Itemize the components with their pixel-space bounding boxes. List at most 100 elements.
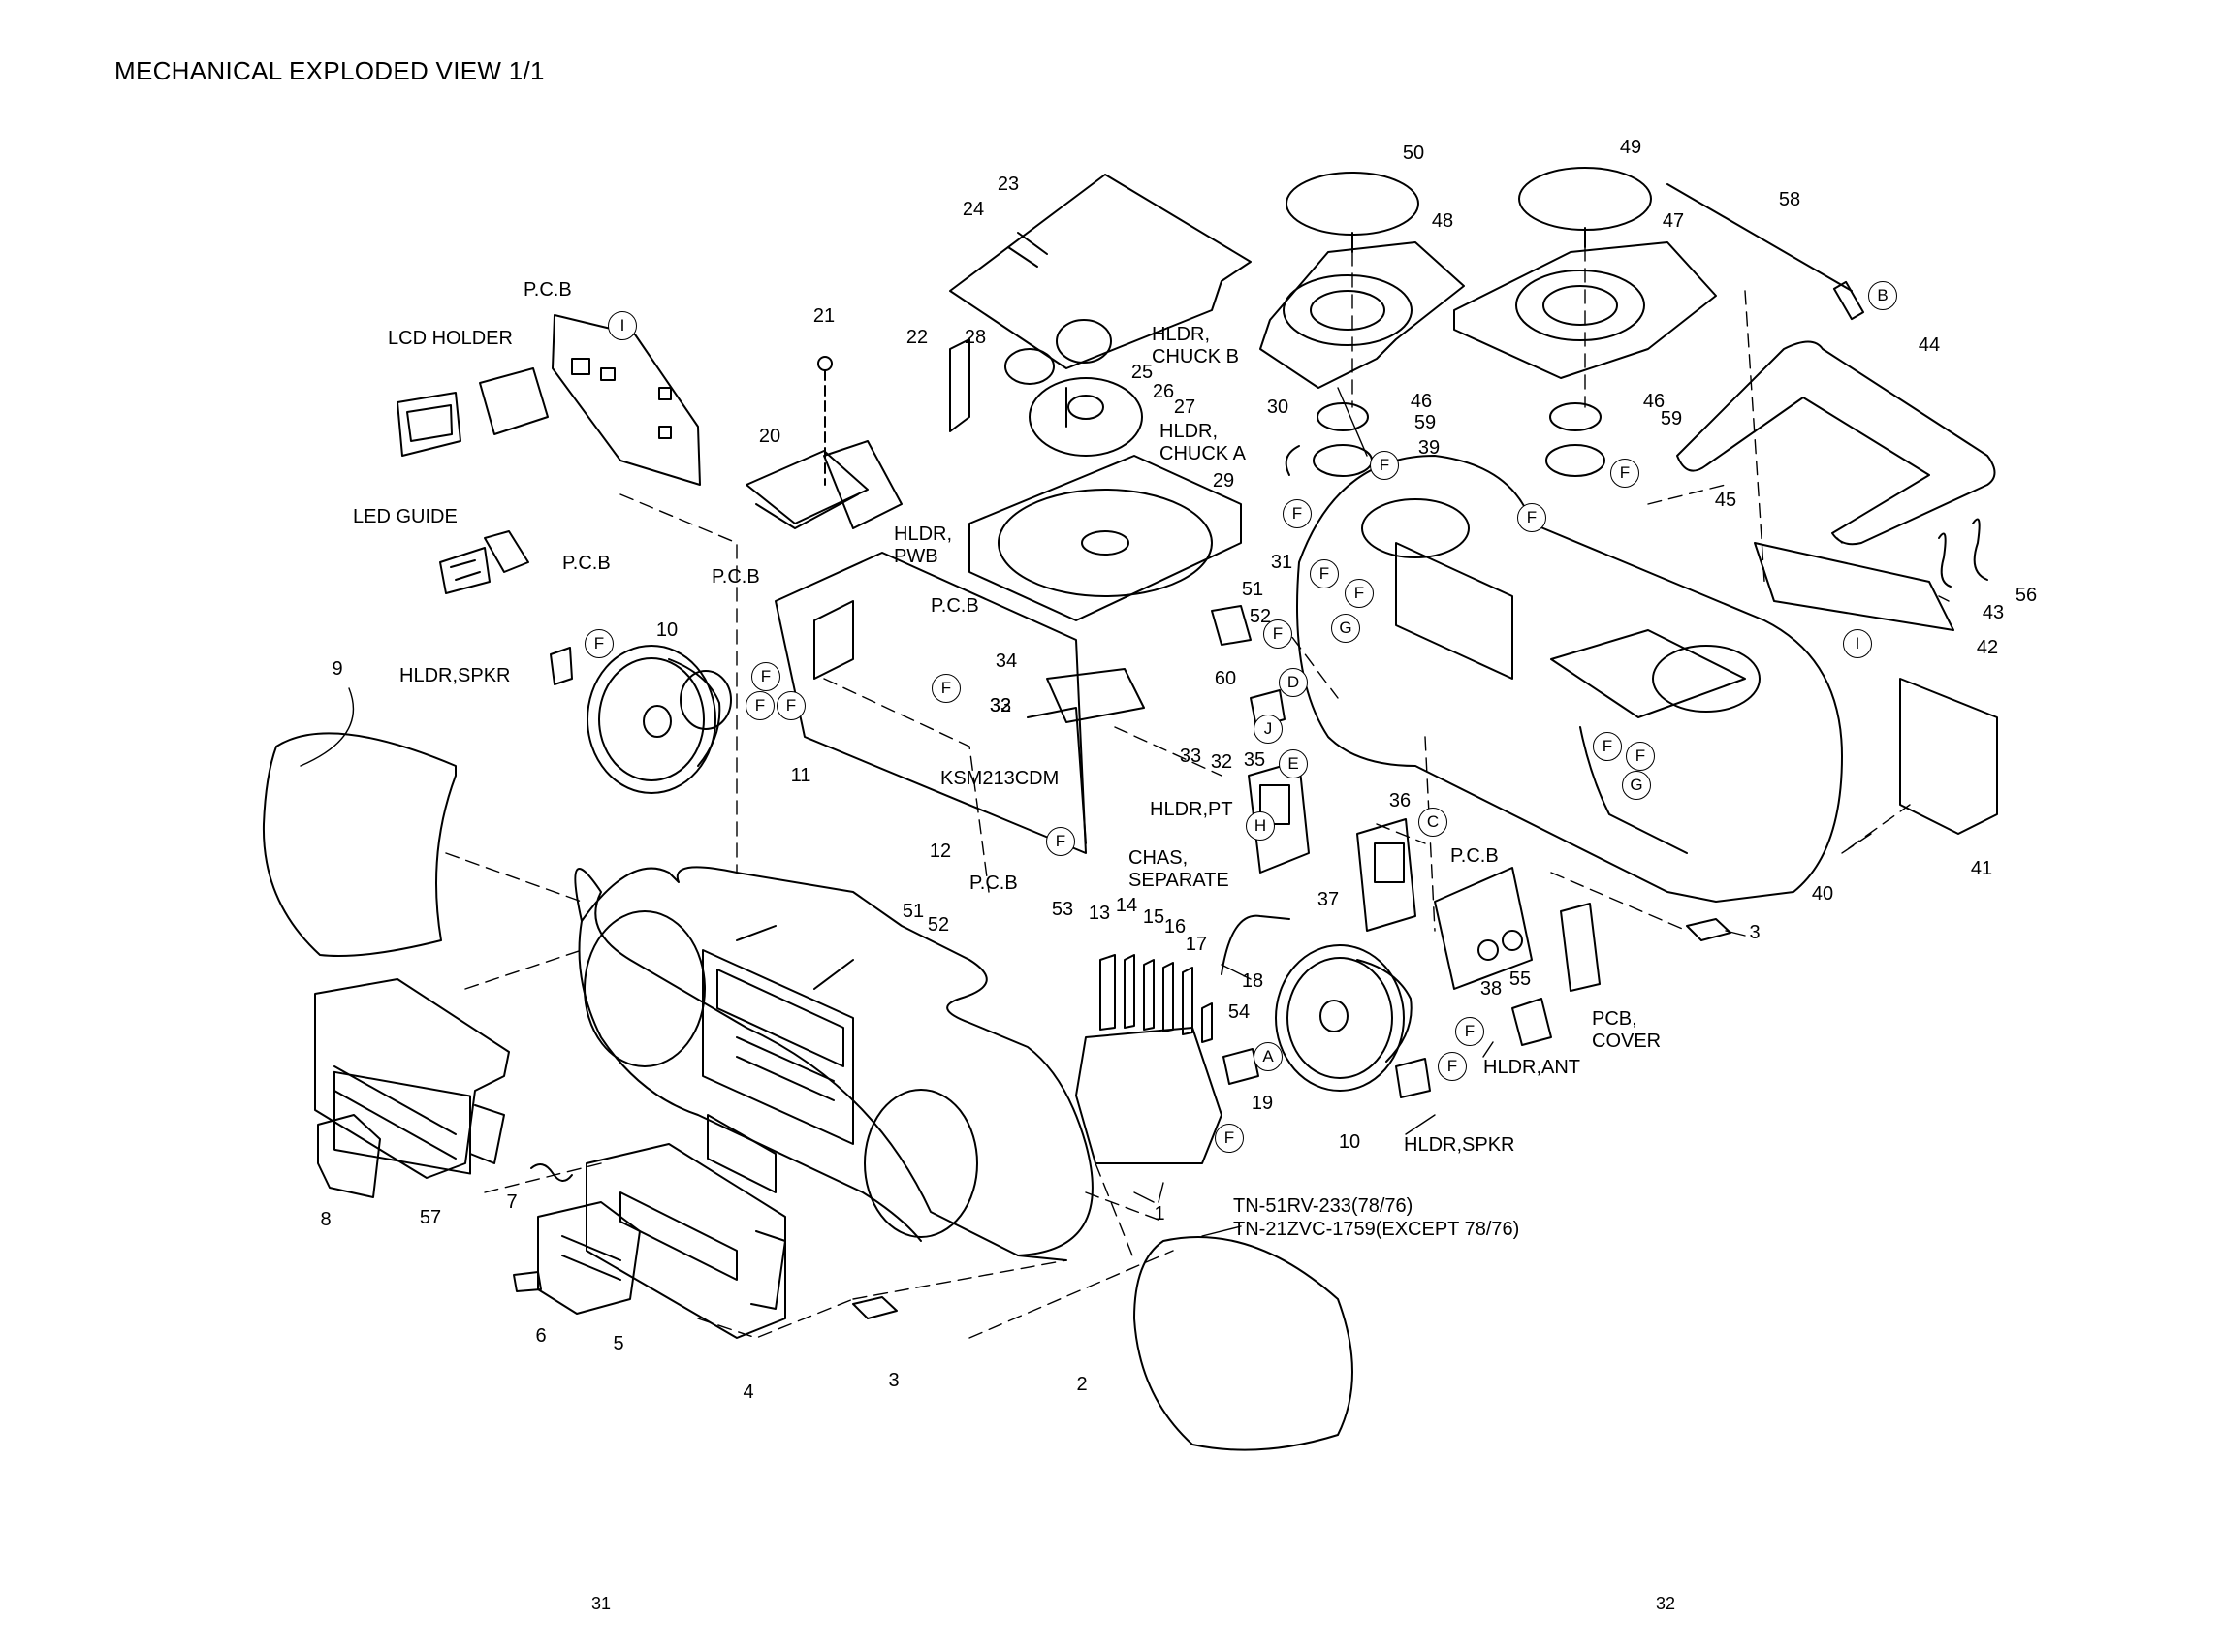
part-number: 31 xyxy=(1270,552,1293,573)
label-hldr-chuck-a: HLDR, CHUCK A xyxy=(1159,421,1246,464)
ref-circle: E xyxy=(1279,749,1308,778)
part-number: 43 xyxy=(1982,602,2005,623)
part-number: 54 xyxy=(1227,1001,1251,1023)
label-pcb: P.C.B xyxy=(524,279,572,301)
ref-circle: I xyxy=(608,311,637,340)
part-number: 30 xyxy=(1266,397,1289,418)
part-number: 12 xyxy=(929,841,952,862)
part-number: 10 xyxy=(1338,1131,1361,1153)
part-number: 14 xyxy=(1115,895,1138,916)
part-number: 9 xyxy=(332,658,343,680)
part-number: 27 xyxy=(1173,397,1196,418)
part-number: 10 xyxy=(655,620,679,641)
label-pcb: P.C.B xyxy=(712,566,760,588)
ref-circle: F xyxy=(1370,451,1399,480)
label-pcb: P.C.B xyxy=(969,873,1018,894)
part-number: 55 xyxy=(1508,969,1532,990)
ref-circle: F xyxy=(1517,503,1546,532)
part-number: 11 xyxy=(790,765,811,786)
speaker-top-right xyxy=(1453,167,1717,477)
carry-handle xyxy=(1676,340,1996,546)
ref-circle: F xyxy=(1345,579,1374,608)
part-number: 47 xyxy=(1662,210,1685,232)
label-pcb: P.C.B xyxy=(931,595,979,617)
part-number: 18 xyxy=(1241,970,1264,992)
part-number: 3 xyxy=(888,1370,900,1391)
part-number: 49 xyxy=(1619,137,1642,158)
part-number: 59 xyxy=(1660,408,1683,429)
page-title: MECHANICAL EXPLODED VIEW 1/1 xyxy=(114,56,545,85)
ref-circle: F xyxy=(746,691,775,720)
end-cap-right xyxy=(1133,1236,1353,1451)
model-number-secondary: TN-21ZVC-1759(EXCEPT 78/76) xyxy=(1233,1219,1520,1240)
part-number: 19 xyxy=(1251,1093,1274,1114)
part-number: 46 xyxy=(1410,391,1433,412)
part-number: 16 xyxy=(1163,916,1187,937)
ref-circle: F xyxy=(1263,620,1292,649)
ref-circle: G xyxy=(1622,771,1651,800)
ref-circle: F xyxy=(1046,827,1075,856)
ref-circle: G xyxy=(1331,614,1360,643)
pt-group xyxy=(1248,760,1601,1098)
label-chas-separate: CHAS, SEPARATE xyxy=(1128,847,1229,891)
part-number: 1 xyxy=(1154,1203,1165,1224)
ref-circle: F xyxy=(1438,1052,1467,1081)
part-number: 59 xyxy=(1413,412,1437,433)
antenna-base xyxy=(1832,280,1865,321)
ref-circle: F xyxy=(1610,459,1639,488)
page-number-right: 32 xyxy=(1655,1594,1676,1613)
label-ksm: KSM213CDM xyxy=(940,768,1060,789)
part-number: 45 xyxy=(1714,490,1737,511)
speaker-left xyxy=(587,645,732,794)
part-number: 25 xyxy=(1130,362,1154,383)
label-hldr-ant: HLDR,ANT xyxy=(1483,1057,1581,1078)
part-number: 34 xyxy=(995,651,1018,672)
part-number: 22 xyxy=(905,327,929,348)
part-number: 3 xyxy=(1749,922,1761,943)
part-number: 33 xyxy=(989,695,1012,716)
part-number: 13 xyxy=(1088,903,1111,924)
spring-43 xyxy=(1938,532,1952,588)
part-number: 60 xyxy=(1214,668,1237,689)
spring-56 xyxy=(1972,518,1988,581)
ref-circle: H xyxy=(1246,811,1275,841)
part-number: 7 xyxy=(506,1191,518,1213)
part-number: 50 xyxy=(1402,143,1425,164)
part-number: 29 xyxy=(1212,470,1235,492)
label-lcd-holder: LCD HOLDER xyxy=(388,328,513,349)
part-number: 56 xyxy=(2015,585,2038,606)
model-number-primary: TN-51RV-233(78/76) xyxy=(1233,1195,1413,1217)
part-number: 53 xyxy=(1051,899,1074,920)
cd-mechanism xyxy=(746,174,1300,728)
part-number: 51 xyxy=(902,901,925,922)
part-number: 38 xyxy=(1479,978,1503,1000)
part-number: 17 xyxy=(1185,934,1208,955)
back-panel xyxy=(1899,678,1998,835)
bezel-left xyxy=(314,978,510,1179)
ref-circle: F xyxy=(1283,499,1312,528)
part-number: 52 xyxy=(1249,606,1272,627)
ref-circle: F xyxy=(585,629,614,658)
rear-cabinet xyxy=(1296,455,1843,903)
speaker-right xyxy=(1275,944,1413,1092)
part-number: 33 xyxy=(1179,746,1202,767)
part-number: 46 xyxy=(1642,391,1666,412)
ref-circle: F xyxy=(1455,1017,1484,1046)
ref-circle: J xyxy=(1254,715,1283,744)
label-strip xyxy=(1754,542,1954,631)
label-hldr-spkr: HLDR,SPKR xyxy=(399,665,511,686)
part-number: 51 xyxy=(1241,579,1264,600)
door-small xyxy=(317,1114,381,1198)
label-hldr-pt: HLDR,PT xyxy=(1150,799,1233,820)
ref-circle: F xyxy=(777,691,806,720)
foot-rear xyxy=(1686,918,1731,941)
guide-lines xyxy=(445,246,1911,1339)
label-pcb: P.C.B xyxy=(1450,845,1499,867)
label-hldr-spkr: HLDR,SPKR xyxy=(1404,1134,1515,1156)
antenna-rod xyxy=(1666,183,1853,292)
ref-circle: F xyxy=(1626,742,1655,771)
ref-circle: D xyxy=(1279,668,1308,697)
cassette-assembly xyxy=(513,1143,786,1339)
ref-circle: F xyxy=(1310,559,1339,588)
